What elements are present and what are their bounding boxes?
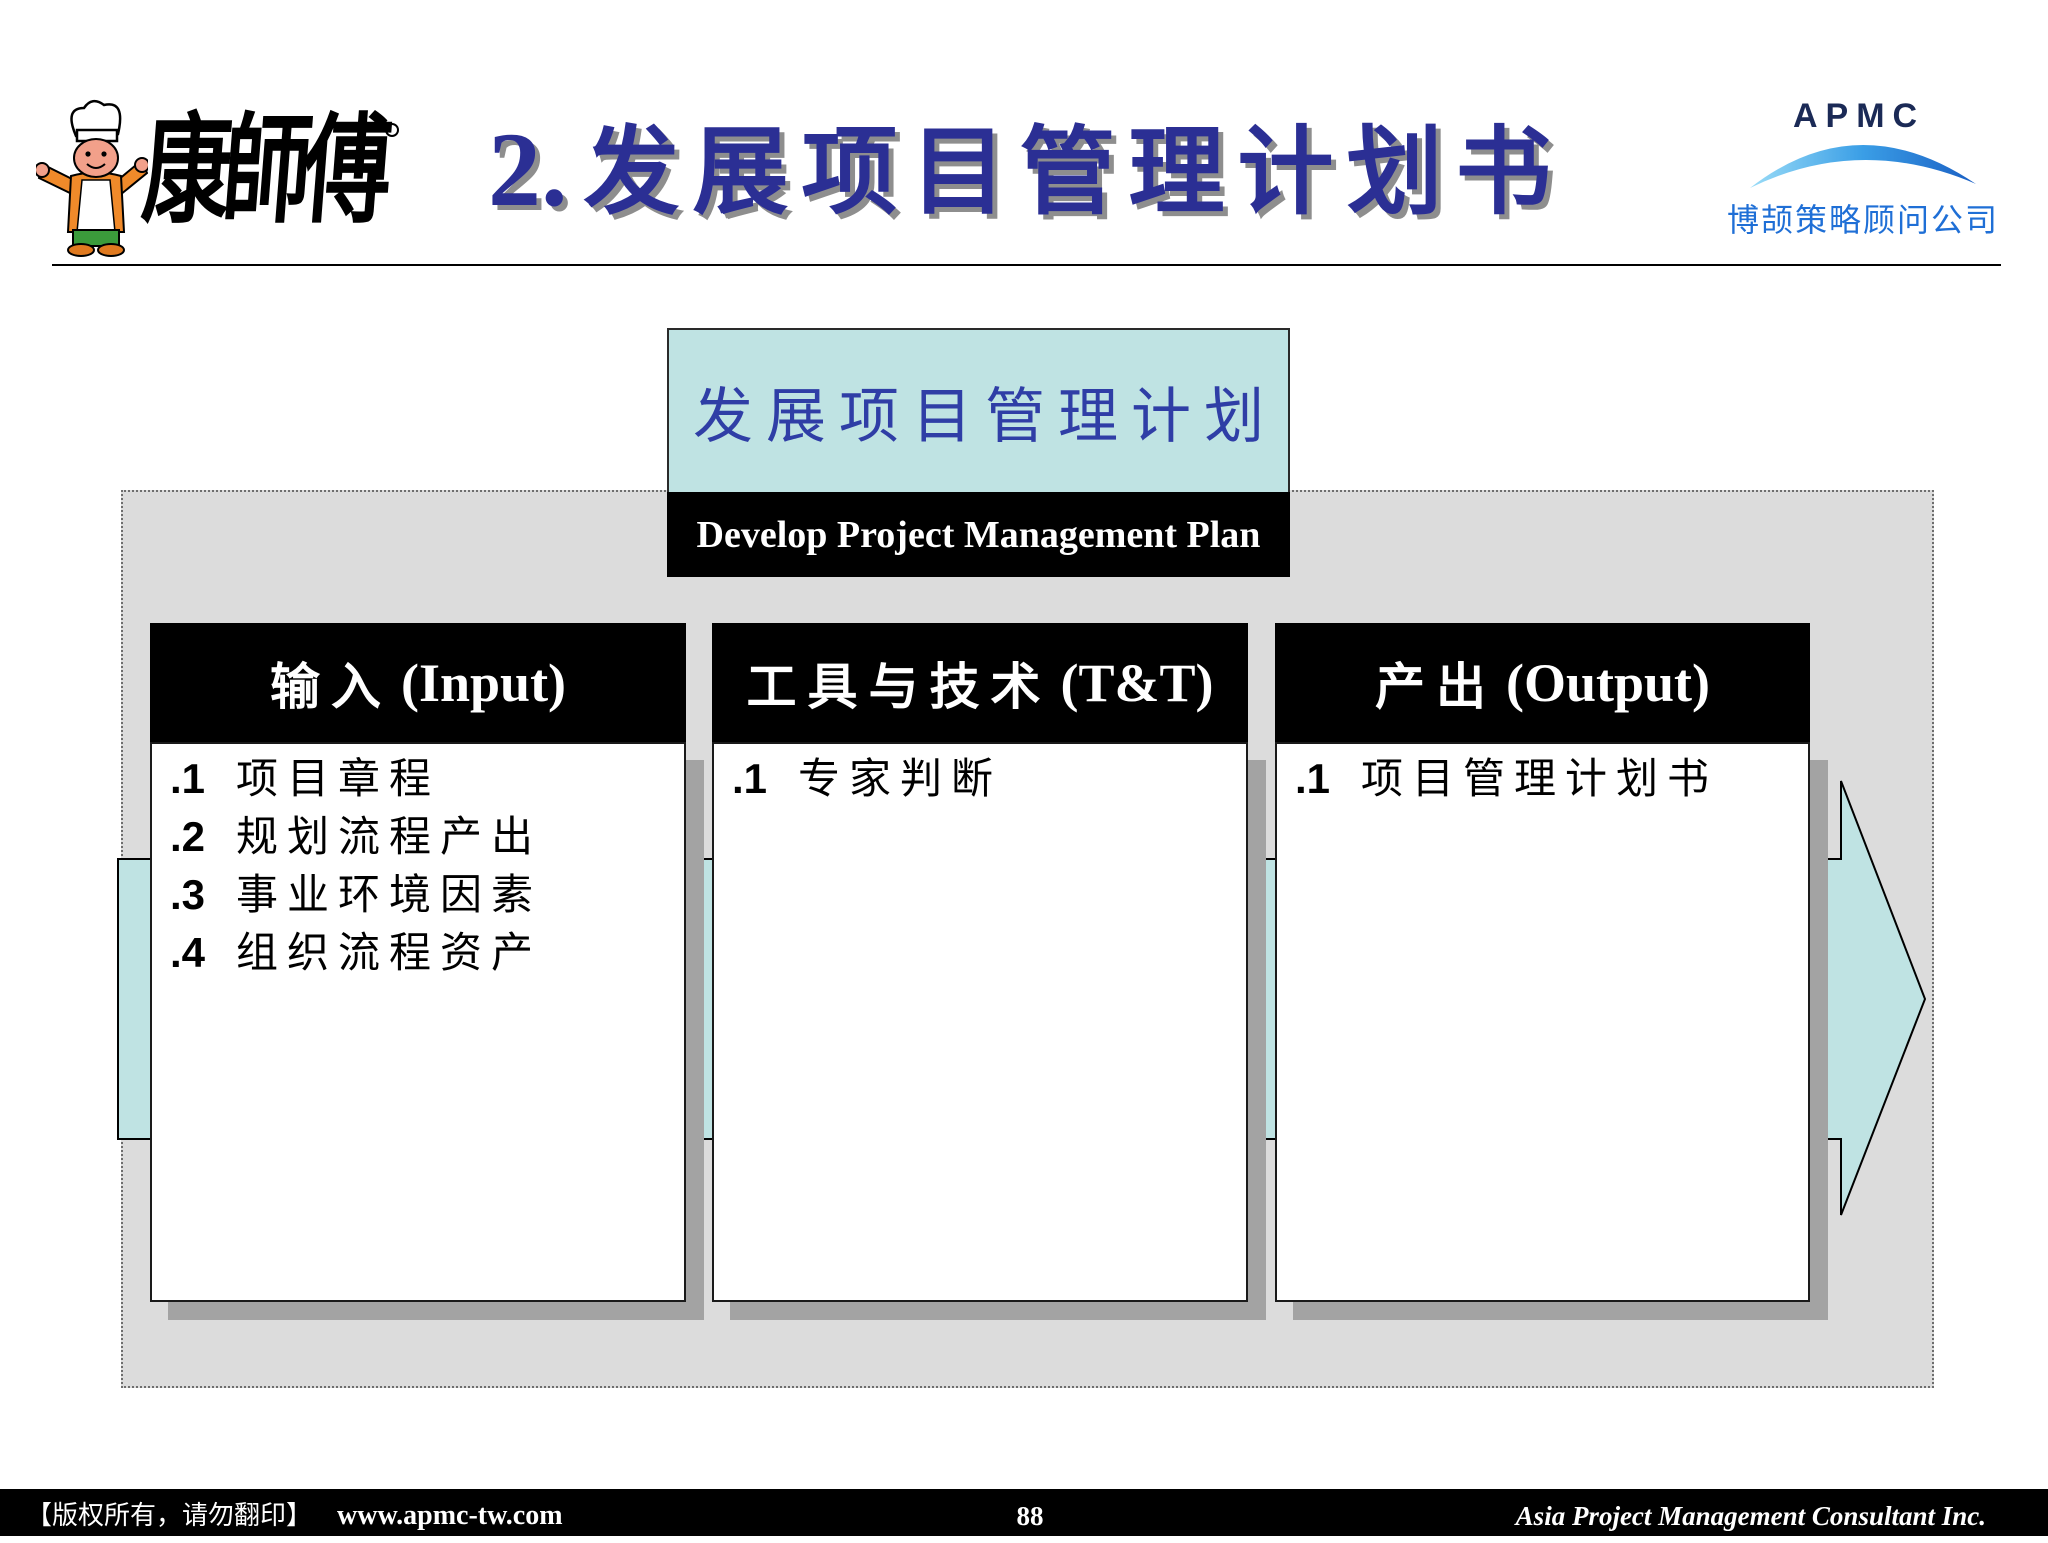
item-number: .4 xyxy=(170,929,206,976)
item-text: 事业环境因素 xyxy=(236,870,543,919)
column-header-en: (Output) xyxy=(1505,652,1711,713)
tools-techniques-column: 工具与技术 (T&T) .1 专家判断 xyxy=(712,623,1248,1302)
list-item: .1 项目管理计划书 xyxy=(1295,750,1808,808)
output-column: 产出 (Output) .1 项目管理计划书 xyxy=(1275,623,1810,1302)
column-header-en: (Input) xyxy=(400,652,567,713)
item-number: .1 xyxy=(170,755,206,802)
item-text: 专家判断 xyxy=(798,754,1003,803)
column-header-zh: 工具与技术 xyxy=(746,657,1052,716)
page-number: 88 xyxy=(1016,1501,1044,1531)
footer-bar: 【版权所有，请勿翻印】 www.apmc-tw.com 88 Asia Proj… xyxy=(0,1489,2048,1536)
item-number: .2 xyxy=(170,813,206,860)
chef-mascot-icon xyxy=(36,99,148,257)
item-number: .1 xyxy=(1295,755,1331,802)
slide-title: 2.发展项目管理计划书 xyxy=(488,110,1565,230)
header-divider xyxy=(52,264,2001,266)
footer-url: www.apmc-tw.com xyxy=(337,1500,563,1531)
tools-techniques-column-body: .1 专家判断 xyxy=(712,742,1248,1302)
footer-copyright: 【版权所有，请勿翻印】 xyxy=(26,1501,313,1531)
list-item: .2 规划流程产出 xyxy=(170,808,684,866)
process-name-en: Develop Project Management Plan xyxy=(696,513,1261,556)
process-name-en-area: Develop Project Management Plan xyxy=(667,492,1290,577)
column-header-zh: 产出 xyxy=(1374,657,1497,716)
item-number: .1 xyxy=(732,755,768,802)
list-item: .1 专家判断 xyxy=(732,750,1246,808)
title-number: 2. xyxy=(488,111,568,228)
input-column-body: .1 项目章程 .2 规划流程产出 .3 事业环境因素 .4 组织流程资产 xyxy=(150,742,686,1302)
process-name-box: 发展项目管理计划 Develop Project Management Plan xyxy=(667,328,1290,577)
registered-mark-icon xyxy=(385,123,399,137)
item-text: 项目管理计划书 xyxy=(1361,754,1719,803)
list-item: .1 项目章程 xyxy=(170,750,684,808)
process-name-zh: 发展项目管理计划 xyxy=(693,381,1277,452)
company-name-zh: 博颉策略顾问公司 xyxy=(1727,201,2000,239)
output-column-header: 产出 (Output) xyxy=(1275,623,1810,742)
input-column-header: 输入 (Input) xyxy=(150,623,686,742)
list-item: .4 组织流程资产 xyxy=(170,924,684,982)
item-text: 组织流程资产 xyxy=(236,928,543,977)
item-text: 规划流程产出 xyxy=(236,812,543,861)
item-number: .3 xyxy=(170,871,206,918)
column-header-zh: 输入 xyxy=(269,657,392,716)
tools-techniques-column-header: 工具与技术 (T&T) xyxy=(712,623,1248,742)
item-text: 项目章程 xyxy=(236,754,441,803)
title-text: 发展项目管理计划书 xyxy=(583,116,1565,228)
column-header-en: (T&T) xyxy=(1060,652,1214,713)
apmc-logo-text: APMC xyxy=(1793,97,1926,135)
apmc-arc-icon xyxy=(1750,144,1976,188)
output-column-body: .1 项目管理计划书 xyxy=(1275,742,1810,1302)
list-item: .3 事业环境因素 xyxy=(170,866,684,924)
process-name-zh-area: 发展项目管理计划 xyxy=(667,328,1290,492)
footer-company: Asia Project Management Consultant Inc. xyxy=(1515,1501,1986,1531)
input-column: 输入 (Input) .1 项目章程 .2 规划流程产出 .3 事业环境因素 .… xyxy=(150,623,686,1302)
